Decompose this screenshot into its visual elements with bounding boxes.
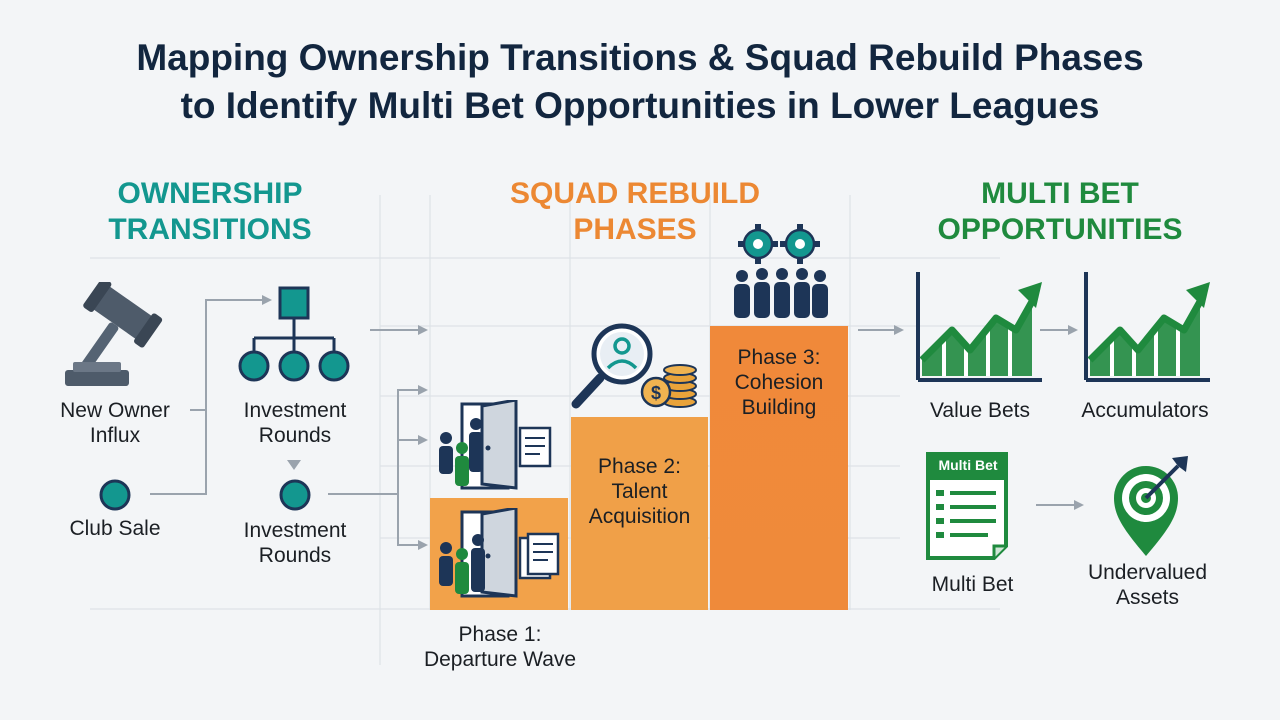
accumulators-label: Accumulators	[1081, 399, 1209, 422]
phase-1-label: Phase 1: Departure Wave	[423, 623, 577, 671]
phase-3-label: Phase 3: Cohesion Building	[734, 346, 824, 419]
gears-team-icon	[734, 224, 828, 318]
gavel-icon	[65, 282, 163, 386]
club-sale-dot-icon	[99, 479, 131, 511]
phase-2-step	[571, 417, 708, 610]
new-owner-label: New Owner Influx	[60, 399, 170, 447]
value-bets-chart-icon	[916, 272, 1042, 382]
svg-text:$: $	[651, 383, 661, 403]
multibet-heading: MULTI BET OPPORTUNITIES	[937, 177, 1183, 246]
phase-2-label: Phase 2: Talent Acquisition	[588, 455, 691, 528]
coins-icon: $	[640, 364, 697, 408]
target-icon	[1114, 456, 1188, 556]
undervalued-assets-label: Undervalued Assets	[1087, 561, 1208, 609]
exit-door-icon	[439, 400, 552, 490]
ownership-heading: OWNERSHIP TRANSITIONS	[108, 177, 312, 246]
exit-door-icon-2	[439, 508, 560, 598]
value-bets-label: Value Bets	[929, 399, 1030, 422]
club-sale-label: Club Sale	[69, 517, 161, 540]
page-title: Mapping Ownership Transitions & Squad Re…	[0, 34, 1280, 130]
accumulators-chart-icon	[1084, 272, 1210, 382]
bet-slip-icon	[926, 452, 1008, 560]
investment-rounds-label-1: Investment Rounds	[243, 399, 347, 447]
magnifier-icon: $	[571, 323, 697, 409]
connector-arrows	[150, 299, 1074, 546]
squad-heading: SQUAD REBUILD PHASES	[509, 177, 760, 246]
investment-dot-icon	[279, 479, 311, 511]
investment-rounds-label-2: Investment Rounds	[243, 519, 347, 567]
phase-3-step	[710, 326, 848, 610]
title-line-2: to Identify Multi Bet Opportunities in L…	[180, 85, 1100, 126]
hierarchy-icon	[238, 286, 350, 382]
bet-slip-title: Multi Bet	[938, 457, 998, 473]
title-line-1: Mapping Ownership Transitions & Squad Re…	[136, 37, 1144, 78]
multi-bet-label: Multi Bet	[931, 573, 1014, 596]
